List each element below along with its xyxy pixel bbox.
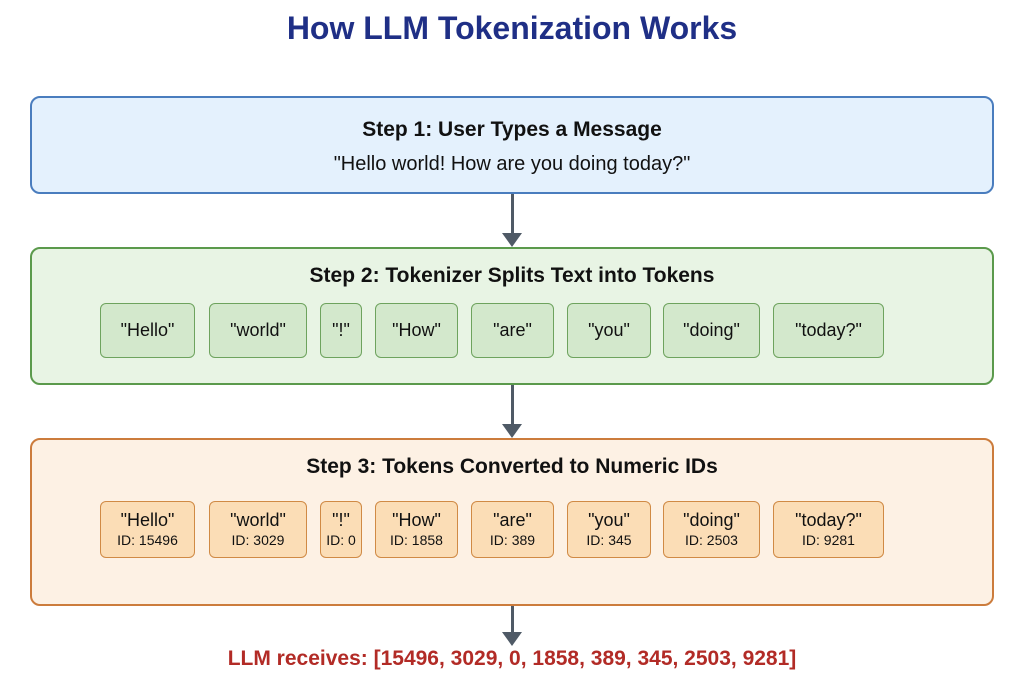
token-doing: "doing": [663, 303, 760, 358]
arrow-step1-to-step2: [502, 194, 522, 247]
token-text: "today?": [795, 510, 862, 530]
token-today: "today?": [773, 303, 884, 358]
arrow-step3-to-result: [502, 606, 522, 646]
token-are: "are": [471, 303, 554, 358]
token-id: ID: 2503: [685, 532, 738, 548]
diagram-title: How LLM Tokenization Works: [286, 10, 738, 46]
step-2-box: Step 2: Tokenizer Splits Text into Token…: [30, 247, 994, 385]
token-id: ID: 3029: [231, 532, 285, 548]
token-how: "How": [375, 303, 458, 358]
token-id: ID: 345: [586, 532, 632, 548]
token-id-exclamation: "!" ID: 0: [320, 501, 362, 558]
step-3-title: Step 3: Tokens Converted to Numeric IDs: [306, 455, 718, 478]
user-message: "Hello world! How are you doing today?": [333, 153, 691, 175]
llm-receives-output: LLM receives: [15496, 3029, 0, 1858, 389…: [227, 647, 797, 670]
token-id-today: "today?" ID: 9281: [773, 501, 884, 558]
token-id: ID: 389: [489, 532, 536, 548]
token-id-hello: "Hello" ID: 15496: [100, 501, 195, 558]
token-id: ID: 0: [326, 532, 356, 548]
token-hello: "Hello": [100, 303, 195, 358]
token-id: ID: 1858: [390, 532, 443, 548]
step-1-title: Step 1: User Types a Message: [362, 118, 662, 141]
arrow-step2-to-step3: [502, 385, 522, 438]
token-id-how: "How" ID: 1858: [375, 501, 458, 558]
token-id-doing: "doing" ID: 2503: [663, 501, 760, 558]
step-3-box: Step 3: Tokens Converted to Numeric IDs …: [30, 438, 994, 606]
token-id-world: "world" ID: 3029: [209, 501, 307, 558]
step-2-title: Step 2: Tokenizer Splits Text into Token…: [309, 264, 715, 287]
token-text: "!": [332, 510, 350, 530]
token-text: "are": [493, 510, 532, 530]
token-text: "you": [588, 510, 630, 530]
token-id: ID: 15496: [117, 532, 178, 548]
token-id-are: "are" ID: 389: [471, 501, 554, 558]
token-text: "Hello": [120, 510, 175, 530]
token-id-you: "you" ID: 345: [567, 501, 651, 558]
token-text: "doing": [683, 510, 740, 530]
token-you: "you": [567, 303, 651, 358]
token-text: "How": [392, 510, 441, 530]
token-world: "world": [209, 303, 307, 358]
token-exclamation: "!": [320, 303, 362, 358]
step-1-box: Step 1: User Types a Message "Hello worl…: [30, 96, 994, 194]
token-id: ID: 9281: [802, 532, 855, 548]
token-text: "world": [230, 510, 286, 530]
